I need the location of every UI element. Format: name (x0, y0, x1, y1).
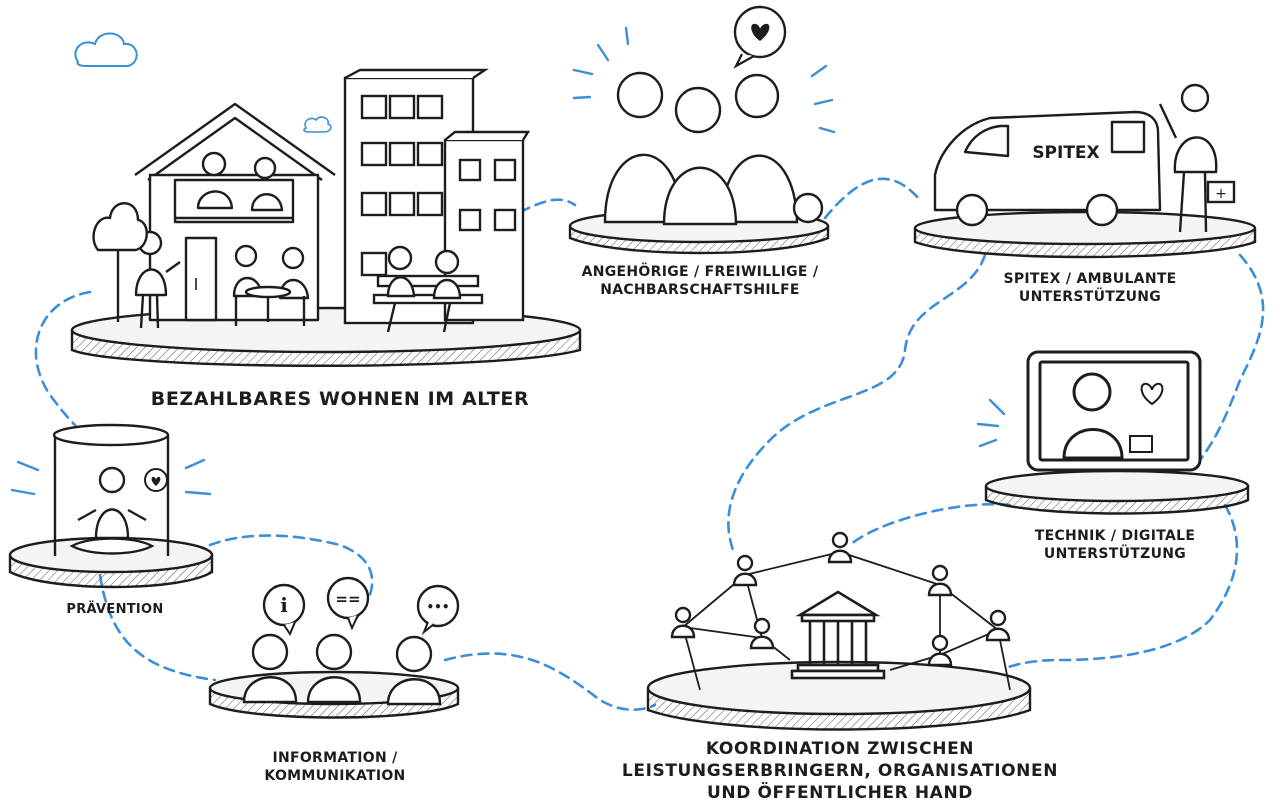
energy-lines (10, 458, 212, 496)
apartment-buildings (343, 68, 531, 333)
nurse-illustration: + (1158, 83, 1236, 233)
label-spitex-line2: UNTERSTÜTZUNG (1018, 288, 1162, 305)
spitex-van (933, 110, 1162, 227)
label-relatives-line2: NACHBARSCHAFTSHILFE (600, 281, 800, 298)
signal-lines (976, 398, 1006, 448)
tablet-device (1026, 350, 1202, 472)
label-technik-line2: UNTERSTÜTZUNG (1043, 545, 1187, 562)
housing-station (70, 68, 582, 367)
person-node-icons (670, 531, 1011, 667)
van-spitex-text: SPITEX (1032, 143, 1099, 163)
joy-lines (572, 26, 836, 134)
label-relatives-line1: ANGEHÖRIGE / FREIWILLIGE / (581, 264, 819, 280)
heart-speech-bubble-icon (733, 5, 787, 69)
equal-bubble-icon: == (326, 576, 370, 631)
dots-bubble-text: ••• (426, 600, 449, 614)
label-praevention: PRÄVENTION (40, 602, 190, 619)
equal-bubble-text: == (335, 590, 360, 608)
label-technik-line1: TECHNIK / DIGITALE (1034, 528, 1196, 544)
label-koordination-line1: KOORDINATION ZWISCHEN (705, 739, 975, 759)
label-information-line2: KOMMUNIKATION (264, 767, 406, 784)
label-information-line1: INFORMATION / (272, 750, 398, 766)
label-housing: BEZAHLBARES WOHNEN IM ALTER (120, 387, 560, 411)
label-spitex-line1: SPITEX / AMBULANTE (1003, 271, 1177, 287)
label-spitex: SPITEX / AMBULANTE UNTERSTÜTZUNG (975, 271, 1205, 307)
relatives-station (568, 5, 836, 255)
spitex-station: SPITEX + (913, 83, 1257, 259)
info-bubble-icon: i (262, 583, 306, 637)
koordination-station (646, 531, 1032, 731)
connector-path (34, 177, 1265, 711)
svg-text:+: + (1215, 186, 1227, 202)
heart-bubble-small-icon (144, 468, 168, 492)
label-information: INFORMATION / KOMMUNIKATION (230, 750, 440, 786)
label-koordination: KOORDINATION ZWISCHEN LEISTUNGSERBRINGER… (610, 738, 1070, 804)
label-koordination-line2: LEISTUNGSERBRINGERN, ORGANISATIONEN (621, 761, 1059, 782)
label-praevention-text: PRÄVENTION (66, 602, 164, 617)
meditating-person (69, 466, 155, 555)
family-illustration (603, 71, 824, 226)
government-building-icon (790, 590, 886, 680)
praevention-station (8, 423, 214, 589)
small-cloud-icon (303, 116, 332, 133)
dots-bubble-icon: ••• (416, 584, 460, 636)
information-station: i == ••• (208, 576, 460, 719)
label-technik: TECHNIK / DIGITALE UNTERSTÜTZUNG (1000, 528, 1230, 564)
info-bubble-text: i (280, 593, 288, 617)
cloud-icon (74, 32, 138, 67)
label-koordination-line3: UND ÖFFENTLICHER HAND (707, 783, 973, 804)
technik-station (976, 350, 1250, 515)
label-relatives: ANGEHÖRIGE / FREIWILLIGE / NACHBARSCHAFT… (575, 264, 825, 300)
talking-people (242, 633, 442, 706)
label-housing-text: BEZAHLBARES WOHNEN IM ALTER (150, 388, 530, 410)
house-illustration (92, 102, 336, 329)
